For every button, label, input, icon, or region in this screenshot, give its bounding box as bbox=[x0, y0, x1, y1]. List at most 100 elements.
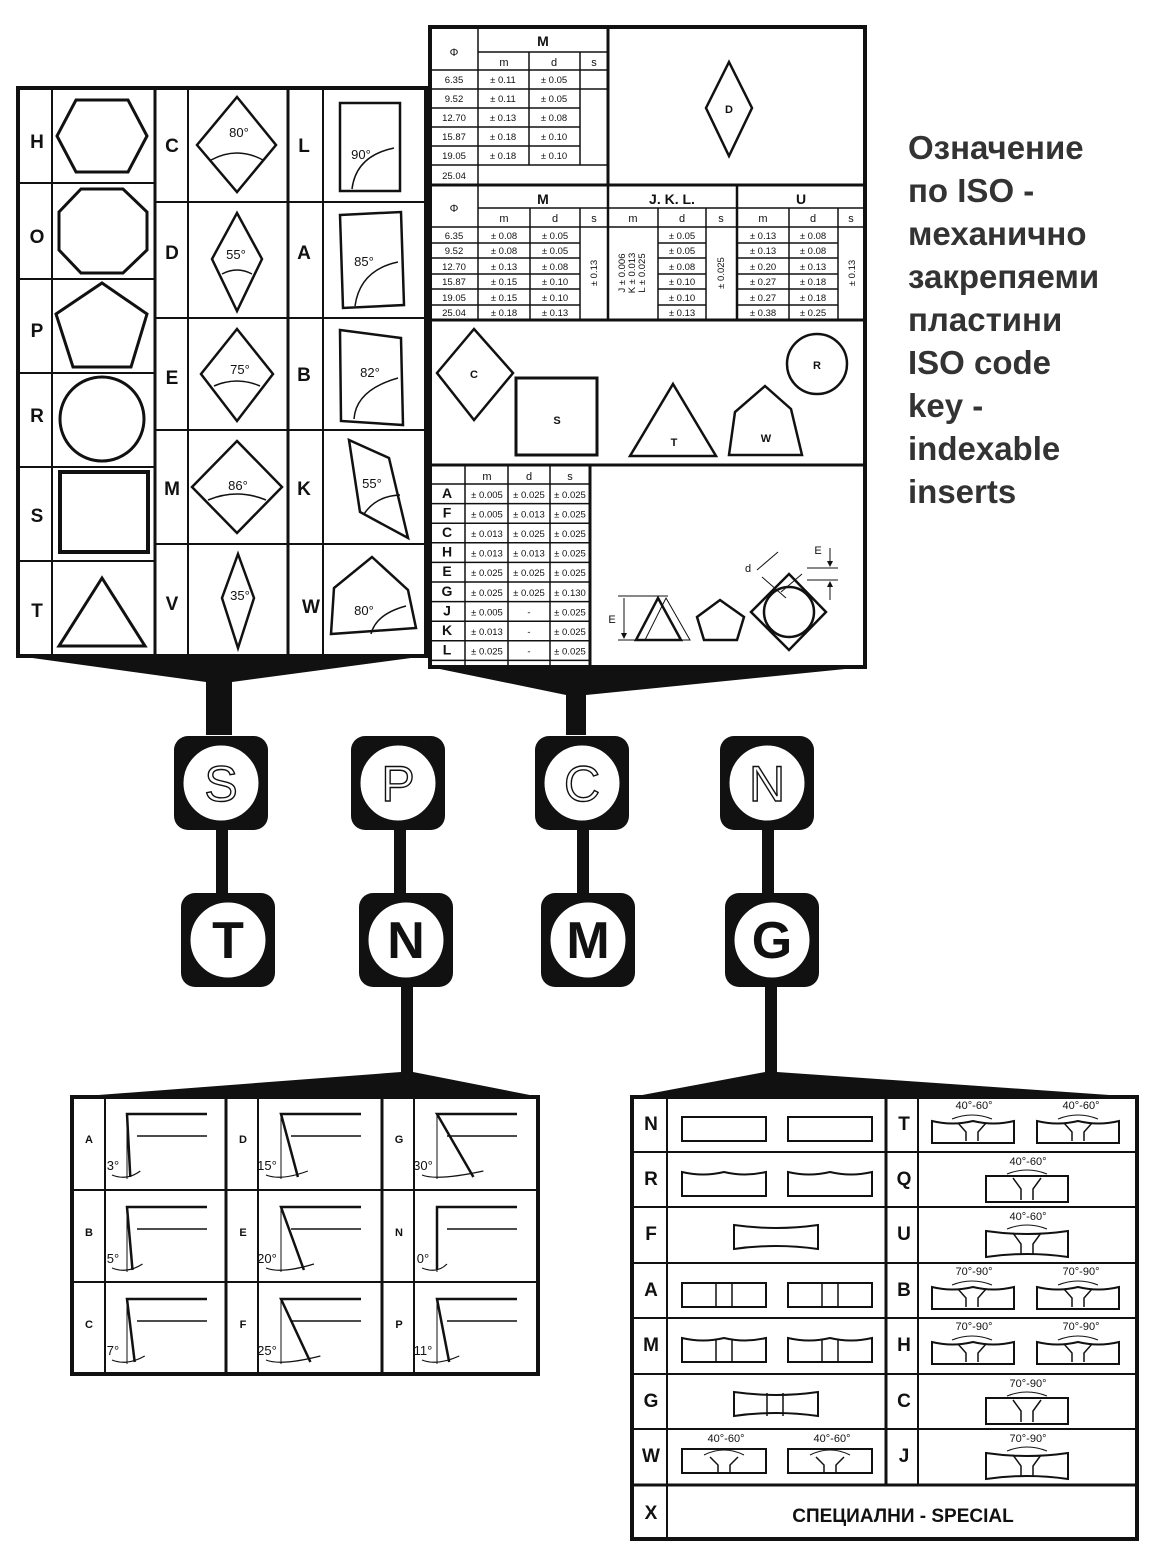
cell-vertical: ± 0.025 bbox=[716, 257, 727, 289]
cell-vertical: K ± 0.013 bbox=[627, 253, 638, 294]
cell: ± 0.05 bbox=[542, 246, 568, 257]
circle-icon bbox=[58, 375, 146, 463]
cell: ± 0.08 bbox=[541, 113, 567, 124]
phi-header: Φ bbox=[450, 203, 459, 215]
title-line: механично bbox=[908, 215, 1087, 252]
hole-angle: 70°-90° bbox=[1010, 1433, 1047, 1445]
tolerance-class-letter: H bbox=[442, 544, 452, 560]
type-letter: U bbox=[897, 1224, 911, 1245]
angle-label: 86° bbox=[228, 478, 248, 493]
title-line: закрепяеми bbox=[908, 258, 1100, 295]
triangle-icon bbox=[56, 575, 148, 648]
shape-letter-l: L bbox=[298, 136, 310, 157]
dim-label: d bbox=[745, 563, 751, 575]
shape-label: D bbox=[725, 104, 733, 116]
cell-vertical: L ± 0.025 bbox=[637, 253, 648, 292]
clearance-profile bbox=[434, 1112, 517, 1178]
clearance-profile bbox=[125, 1205, 207, 1271]
special-label: СПЕЦИАЛНИ - SPECIAL bbox=[792, 1506, 1014, 1527]
cell: ± 0.013 bbox=[471, 627, 503, 638]
cell: ± 0.08 bbox=[491, 246, 517, 257]
cell: ± 0.13 bbox=[542, 308, 568, 319]
cell: ± 0.013 bbox=[513, 509, 545, 520]
title-line: Означение bbox=[908, 129, 1084, 166]
shape-panel bbox=[16, 86, 428, 658]
tolerance-class-letter: F bbox=[443, 504, 452, 520]
dim-label: E bbox=[814, 545, 821, 557]
cell: ± 0.11 bbox=[490, 75, 516, 86]
tolerance-class-letter: A bbox=[442, 485, 452, 501]
clearance-angle: 25° bbox=[257, 1343, 277, 1358]
insert-profile bbox=[1036, 1340, 1120, 1365]
col-header: m bbox=[758, 213, 767, 225]
hole-angle: 40°-60° bbox=[814, 1433, 851, 1445]
shape-label: C bbox=[470, 369, 478, 381]
angle-label: 35° bbox=[230, 588, 250, 603]
insert-profile bbox=[787, 1282, 873, 1308]
cell: ± 0.013 bbox=[513, 549, 545, 560]
cell: ± 0.025 bbox=[554, 529, 586, 540]
shape-letter-m: M bbox=[164, 479, 180, 500]
cell: ± 0.25 bbox=[800, 308, 826, 319]
cell: ± 0.025 bbox=[513, 490, 545, 501]
cell: ± 0.13 bbox=[491, 262, 517, 273]
code-circle bbox=[183, 745, 259, 821]
insert-profile bbox=[931, 1119, 1015, 1144]
insert-profile bbox=[681, 1336, 767, 1363]
cell: ± 0.20 bbox=[750, 262, 776, 273]
shape-letter-v: V bbox=[166, 594, 179, 615]
cell: ± 0.08 bbox=[669, 262, 695, 273]
shape-label: T bbox=[671, 437, 678, 449]
type-panel bbox=[630, 1095, 1139, 1541]
cell: 19.05 bbox=[442, 293, 466, 304]
code-circle bbox=[544, 745, 620, 821]
code-letter: T bbox=[212, 912, 244, 970]
clearance-angle: 5° bbox=[107, 1251, 119, 1266]
clearance-profile bbox=[279, 1112, 361, 1178]
cell: ± 0.13 bbox=[490, 113, 516, 124]
angle-label: 55° bbox=[362, 476, 382, 491]
shape-label: W bbox=[761, 433, 772, 445]
hole-angle: 40°-60° bbox=[956, 1100, 993, 1112]
angle-label: 75° bbox=[230, 362, 250, 377]
cell: ± 0.18 bbox=[490, 151, 516, 162]
hole-angle: 70°-90° bbox=[1063, 1321, 1100, 1333]
clearance-angle: 0° bbox=[417, 1251, 429, 1266]
rhombus-35-icon bbox=[220, 550, 256, 653]
angle-label: 80° bbox=[354, 603, 374, 618]
insert-profile bbox=[787, 1336, 873, 1363]
hole-angle: 40°-60° bbox=[1010, 1211, 1047, 1223]
cell: ± 0.025 bbox=[554, 549, 586, 560]
cell: - bbox=[527, 607, 530, 618]
hole-angle: 70°-90° bbox=[1063, 1266, 1100, 1278]
tolerance-class-letter: C bbox=[442, 524, 452, 540]
trigon-80-icon bbox=[329, 555, 418, 636]
shape-letter-s: S bbox=[31, 506, 44, 527]
rhombus-86-icon bbox=[190, 439, 284, 535]
cell: ± 0.05 bbox=[669, 246, 695, 257]
cell: ± 0.025 bbox=[471, 647, 503, 658]
type-letter: G bbox=[644, 1391, 659, 1412]
cell: ± 0.18 bbox=[490, 132, 516, 143]
angle-label: 82° bbox=[360, 365, 380, 380]
pentagon-dim-icon bbox=[695, 598, 746, 642]
clearance-profile bbox=[125, 1297, 207, 1363]
cell: ± 0.05 bbox=[541, 75, 567, 86]
insert-profile bbox=[985, 1229, 1069, 1259]
cell: ± 0.025 bbox=[471, 568, 503, 579]
insert-profile bbox=[681, 1282, 767, 1308]
hole-angle: 70°-90° bbox=[1010, 1378, 1047, 1390]
clearance-profile bbox=[435, 1297, 517, 1363]
insert-profile bbox=[985, 1397, 1069, 1425]
cell: ± 0.013 bbox=[471, 529, 503, 540]
code-circle bbox=[368, 902, 444, 978]
code-circle bbox=[190, 902, 266, 978]
shape-letter-a: A bbox=[297, 243, 311, 264]
cell: ± 0.10 bbox=[541, 151, 567, 162]
insert-profile bbox=[681, 1448, 767, 1474]
cell: ± 0.025 bbox=[471, 588, 503, 599]
tolerance-class-letter: E bbox=[442, 563, 451, 579]
parallelogram-85-icon bbox=[338, 210, 406, 310]
code-letter: P bbox=[381, 756, 414, 812]
